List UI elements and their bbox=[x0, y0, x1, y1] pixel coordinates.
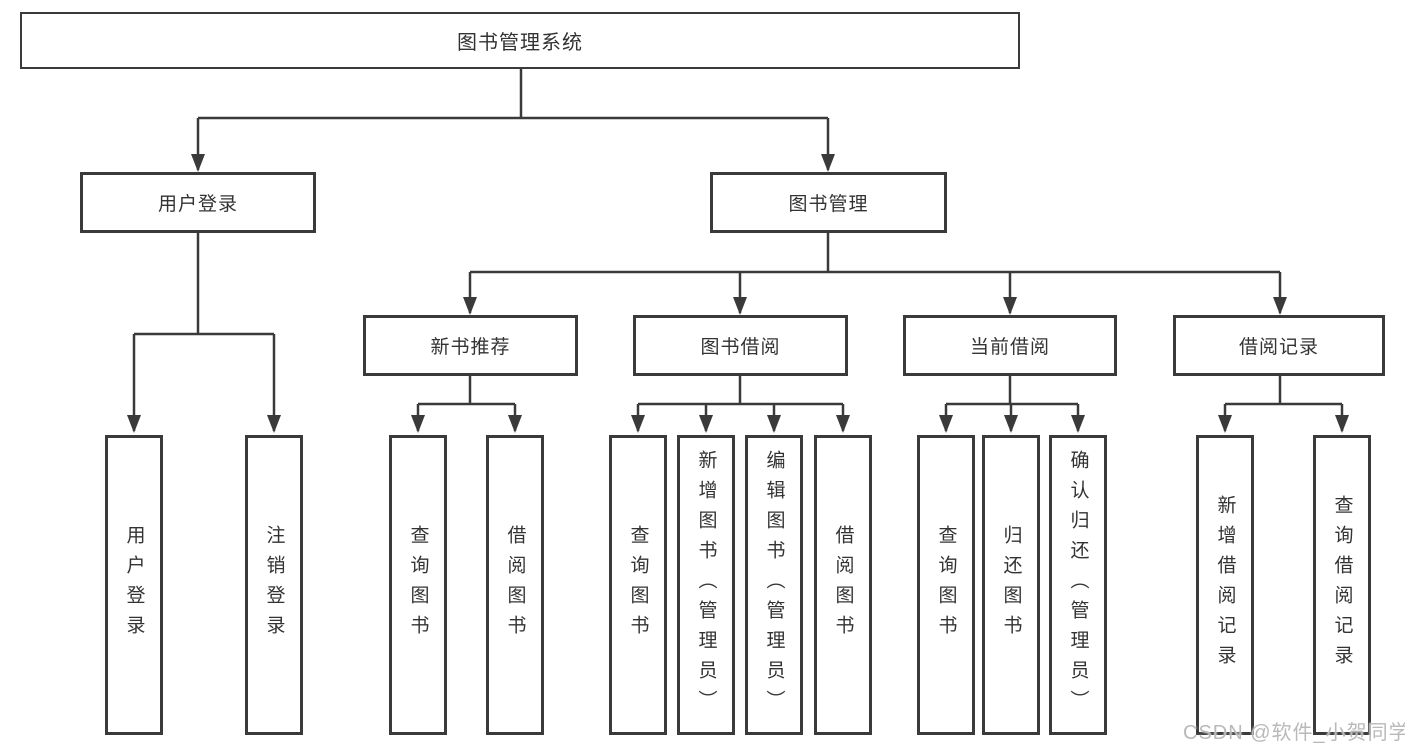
node-user-login: 用户登录 bbox=[80, 172, 316, 233]
leaf-edit-book-admin: 编辑图书（管理员） bbox=[745, 435, 803, 735]
leaf-query-books-current-label: 查询图书 bbox=[935, 525, 957, 645]
leaf-return-books: 归还图书 bbox=[982, 435, 1040, 735]
leaf-borrow-books-label: 借阅图书 bbox=[832, 525, 854, 645]
leaf-query-borrow-record: 查询借阅记录 bbox=[1313, 435, 1371, 735]
leaf-confirm-return-admin: 确认归还（管理员） bbox=[1049, 435, 1107, 735]
leaf-logout-label: 注销登录 bbox=[263, 525, 285, 645]
node-root: 图书管理系统 bbox=[20, 12, 1020, 69]
leaf-query-books-recommend: 查询图书 bbox=[389, 435, 447, 735]
node-new-book-recommend: 新书推荐 bbox=[363, 315, 578, 376]
leaf-query-books-current: 查询图书 bbox=[917, 435, 975, 735]
leaf-add-borrow-record: 新增借阅记录 bbox=[1196, 435, 1254, 735]
leaf-user-login-label: 用户登录 bbox=[123, 525, 145, 645]
node-current-borrow: 当前借阅 bbox=[903, 315, 1117, 376]
leaf-add-book-admin-label: 新增图书（管理员） bbox=[695, 450, 717, 720]
leaf-query-books-borrow: 查询图书 bbox=[609, 435, 667, 735]
leaf-return-books-label: 归还图书 bbox=[1000, 525, 1022, 645]
leaf-query-books-borrow-label: 查询图书 bbox=[627, 525, 649, 645]
leaf-query-books-recommend-label: 查询图书 bbox=[407, 525, 429, 645]
leaf-edit-book-admin-label: 编辑图书（管理员） bbox=[763, 450, 785, 720]
node-book-management: 图书管理 bbox=[710, 172, 947, 233]
leaf-borrow-books-recommend-label: 借阅图书 bbox=[504, 525, 526, 645]
node-borrow-records: 借阅记录 bbox=[1173, 315, 1385, 376]
leaf-add-book-admin: 新增图书（管理员） bbox=[677, 435, 735, 735]
node-book-borrow: 图书借阅 bbox=[633, 315, 848, 376]
leaf-query-borrow-record-label: 查询借阅记录 bbox=[1331, 495, 1353, 675]
leaf-add-borrow-record-label: 新增借阅记录 bbox=[1214, 495, 1236, 675]
leaf-confirm-return-admin-label: 确认归还（管理员） bbox=[1067, 450, 1089, 720]
watermark: CSDN @软件_小贺同学 bbox=[1183, 722, 1405, 744]
leaf-logout: 注销登录 bbox=[245, 435, 303, 735]
leaf-user-login: 用户登录 bbox=[105, 435, 163, 735]
leaf-borrow-books: 借阅图书 bbox=[814, 435, 872, 735]
leaf-borrow-books-recommend: 借阅图书 bbox=[486, 435, 544, 735]
